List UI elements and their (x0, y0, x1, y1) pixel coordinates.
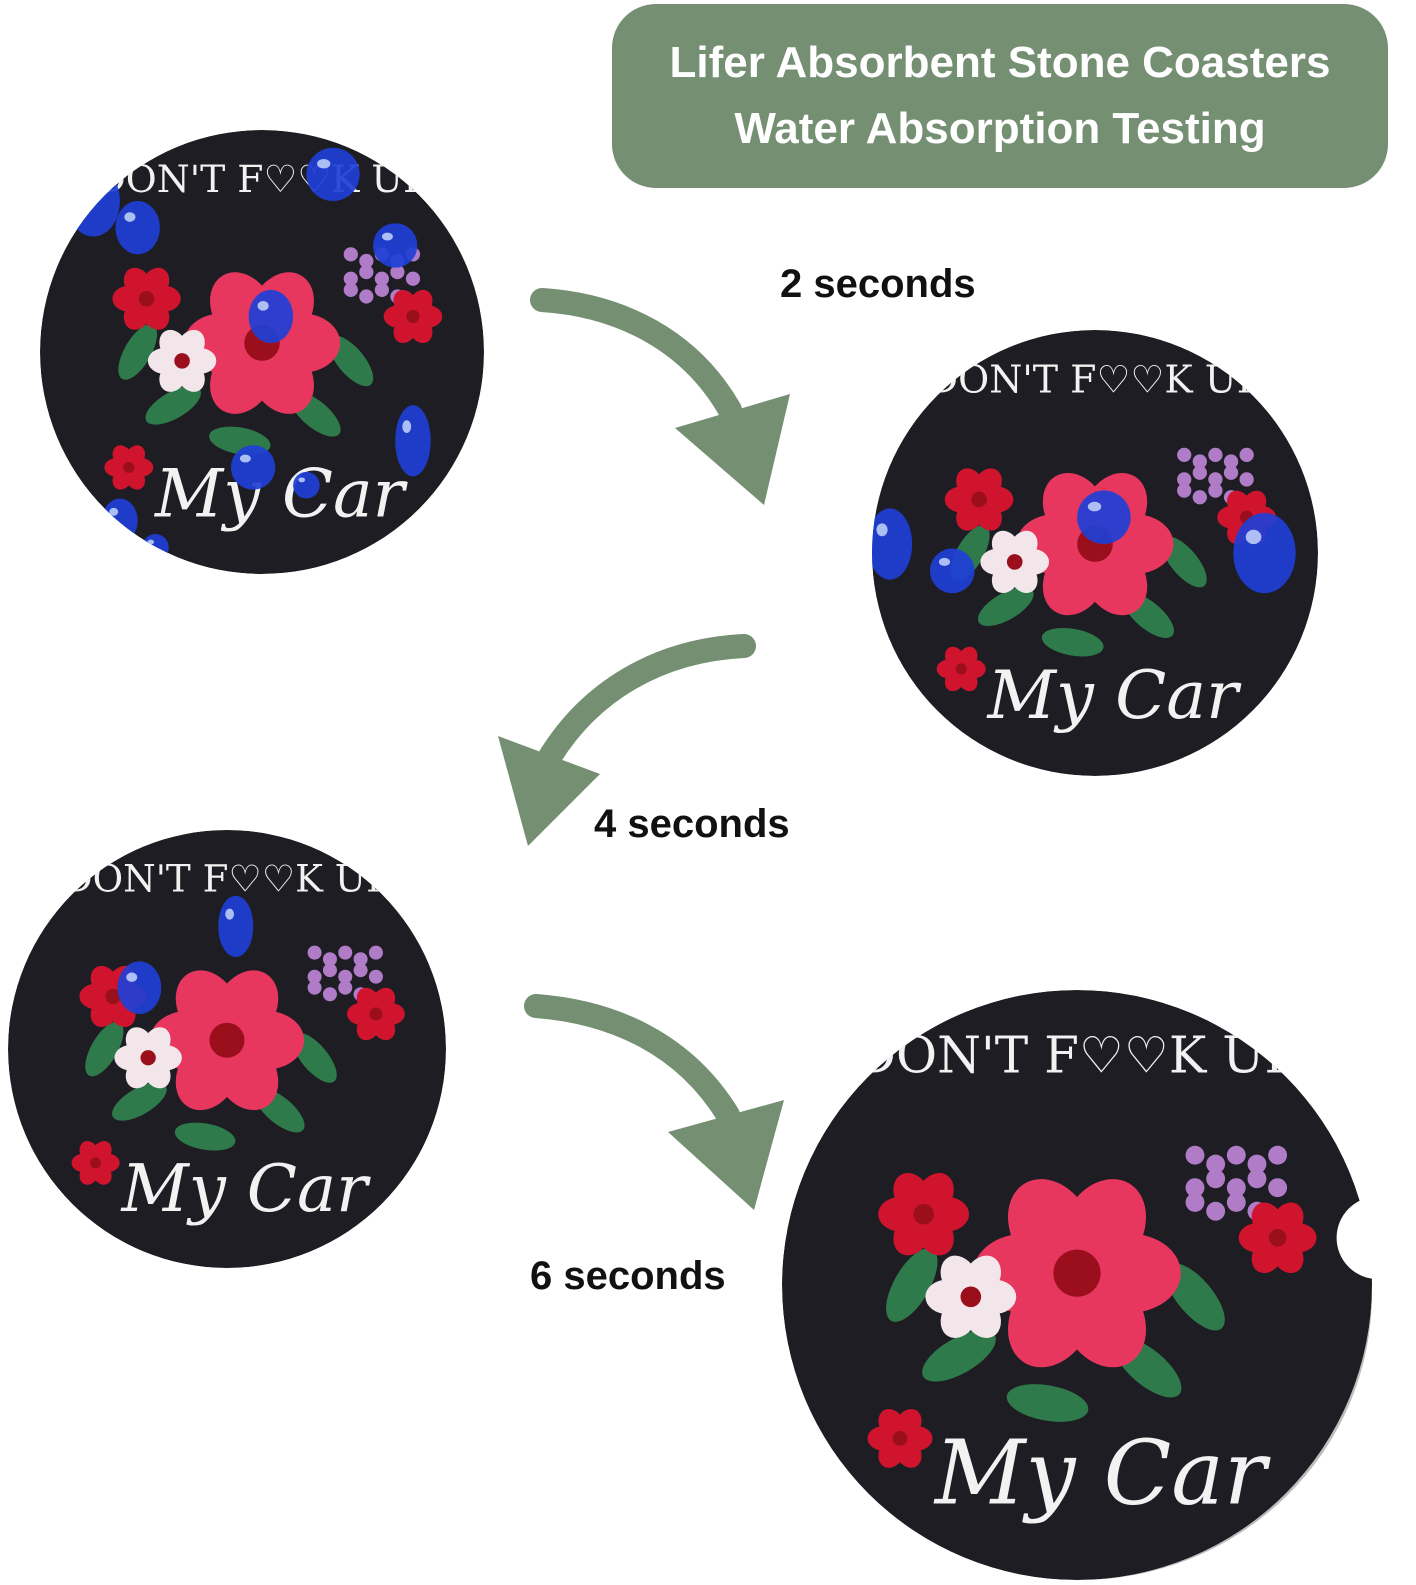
coaster-2-seconds: DON'T F♡♡K UP My Car (40, 130, 484, 579)
red-flower (867, 1408, 933, 1468)
red-flower (878, 1173, 970, 1256)
step-label-6-seconds: 6 seconds (530, 1254, 726, 1298)
water-drop (102, 498, 138, 543)
title-line-2: Water Absorption Testing (734, 104, 1266, 153)
coaster-bottom-text: My Car (120, 1151, 371, 1227)
red-flower (1238, 1202, 1317, 1274)
coaster-6-seconds-dry: DON'T F♡♡K UP My Car (782, 990, 1416, 1585)
red-flower (112, 267, 181, 330)
white-flower (925, 1255, 1017, 1338)
title-banner: Lifer Absorbent Stone Coasters Water Abs… (612, 4, 1388, 188)
water-drop (373, 223, 418, 268)
white-flower (147, 329, 217, 392)
curved-arrow-right-icon (530, 288, 790, 505)
water-drop (872, 508, 913, 580)
water-drop (306, 147, 360, 202)
coaster-graphic: DON'T F♡♡K UP My Car (8, 830, 446, 1268)
water-drop (218, 895, 254, 958)
lilac-sprig (307, 945, 383, 1002)
coaster-4-seconds: DON'T F♡♡K UP My Car (872, 330, 1318, 781)
water-drop (929, 548, 975, 594)
water-drop (395, 405, 431, 477)
leaves (85, 1021, 337, 1151)
coaster-top-text: DON'T F♡♡K UP (63, 856, 391, 900)
white-flower (980, 530, 1050, 594)
white-flower (114, 1027, 182, 1089)
coaster-graphic: DON'T F♡♡K UP My Car (782, 990, 1416, 1580)
coaster-bottom-text: My Car (986, 656, 1243, 734)
water-drop (66, 165, 120, 237)
coaster-graphic: DON'T F♡♡K UP My Car (40, 130, 484, 574)
water-drop (1077, 490, 1131, 545)
water-drop (117, 961, 162, 1014)
coaster-bottom-text: My Car (933, 1421, 1271, 1524)
red-flower (104, 445, 154, 490)
water-drop (230, 445, 276, 490)
red-flower (383, 289, 443, 344)
coaster-top-text: DON'T F♡♡K UP (96, 157, 429, 201)
red-flower (71, 1141, 120, 1185)
water-drop (115, 201, 160, 255)
peony-flower (149, 970, 305, 1111)
water-drop (142, 534, 169, 561)
arrows-layer (498, 288, 790, 1210)
coaster-bottom-text: My Car (153, 454, 409, 532)
coaster-6-seconds-start: DON'T F♡♡K UP My Car (8, 830, 446, 1273)
curved-arrow-left-icon (498, 634, 756, 846)
red-flower (347, 987, 405, 1041)
red-flower (944, 468, 1014, 531)
title-line-1: Lifer Absorbent Stone Coasters (669, 38, 1331, 87)
water-drop (248, 289, 294, 344)
coaster-top-text: DON'T F♡♡K UP (928, 357, 1262, 401)
curved-arrow-right-icon (524, 994, 784, 1210)
step-label-4-seconds: 4 seconds (594, 802, 790, 846)
coaster-top-text: DON'T F♡♡K UP (856, 1026, 1298, 1085)
red-flower (936, 646, 986, 692)
water-drop (293, 471, 320, 499)
step-label-2-seconds: 2 seconds (780, 262, 976, 306)
coaster-graphic: DON'T F♡♡K UP My Car (872, 330, 1318, 776)
water-drop (1233, 512, 1296, 594)
lilac-sprig (1185, 1145, 1288, 1221)
